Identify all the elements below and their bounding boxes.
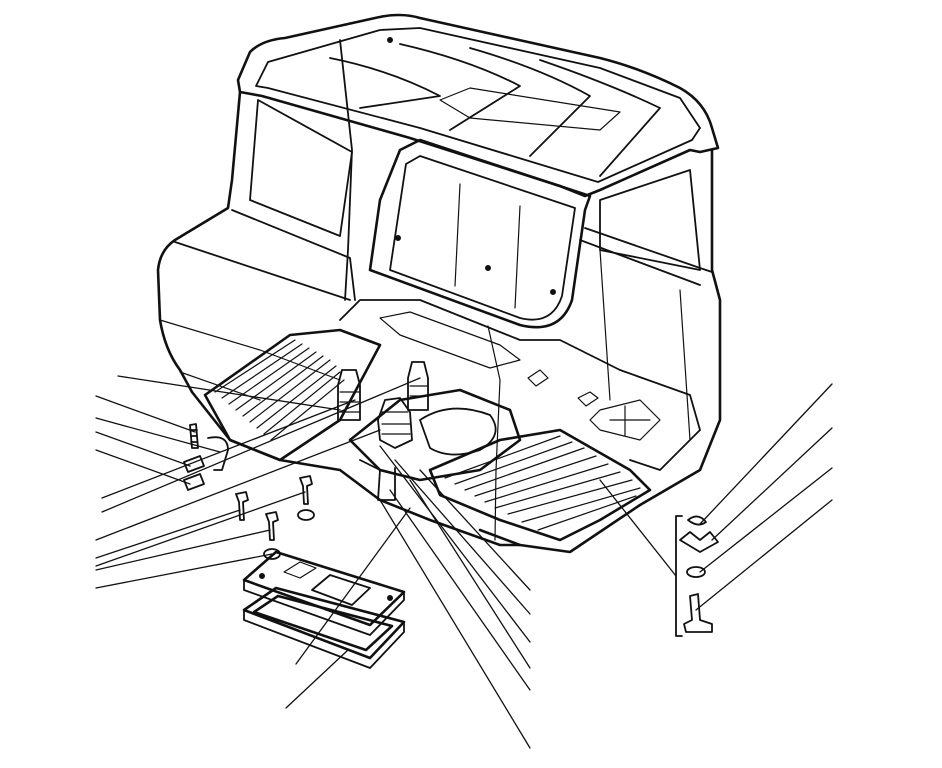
gear-boot-folds	[381, 411, 411, 435]
lever-rod	[487, 325, 501, 541]
bolt-dot-2	[485, 265, 491, 271]
pin-part	[189, 423, 199, 449]
leader-line-bottom-6	[409, 479, 531, 669]
left-pillar	[339, 39, 353, 301]
windshield-divider-2	[514, 205, 521, 309]
roof-outline	[236, 13, 720, 198]
gear-boot	[377, 397, 413, 449]
floor-right-mat	[428, 428, 652, 542]
pedal-boot-1	[337, 369, 361, 421]
windshield-frame	[368, 138, 592, 329]
floor-left-ribs	[214, 339, 345, 441]
lower-front-edge	[190, 390, 522, 547]
leader-lines-left	[95, 375, 421, 589]
leader-line-bottom-1	[295, 507, 411, 665]
leader-line-right-4	[695, 499, 833, 611]
leader-line-left-7	[101, 377, 421, 513]
pedal-boot-folds	[339, 385, 429, 413]
right-rear-pillar	[599, 249, 691, 441]
dash-slot-2	[577, 391, 599, 407]
leader-line-left-2	[95, 395, 196, 433]
bolt-dot-4	[387, 37, 393, 43]
roof-inner-edge	[255, 27, 701, 183]
clip-part	[207, 436, 229, 471]
gasket-rim	[243, 609, 405, 669]
leader-lines-bottom	[285, 445, 531, 749]
t-bolt-part	[683, 593, 713, 633]
windshield-inner	[389, 155, 576, 321]
leader-line-left-12	[95, 529, 271, 571]
leader-line-left-11	[95, 553, 273, 589]
left-panel-inner	[174, 209, 356, 301]
bolt-part-1	[235, 491, 249, 521]
leader-line-floor-to-bracket	[599, 479, 677, 577]
leader-lines-right	[599, 383, 833, 611]
leader-line-left-9	[95, 509, 241, 559]
cover-plate-rim	[243, 579, 405, 636]
pedal-boot-2	[407, 361, 429, 411]
right-window-frame	[599, 169, 701, 271]
exploded-parts	[183, 423, 719, 669]
cover-plate-slot	[283, 561, 317, 579]
leader-line-bottom-8	[379, 499, 531, 749]
transmission-tunnel	[348, 388, 522, 482]
flat-washer-part	[686, 566, 706, 578]
cab-body	[156, 13, 722, 554]
cover-hole-2	[387, 595, 393, 601]
leader-line-left-6	[101, 399, 356, 499]
roof-rib-1	[329, 57, 441, 109]
left-side-upper	[156, 90, 242, 394]
leader-line-right-3	[699, 467, 833, 573]
leader-line-bottom-2	[285, 649, 349, 709]
leader-line-right-1	[699, 383, 833, 525]
right-belt-line	[579, 227, 713, 286]
cover-plate-window	[311, 574, 371, 606]
roof-rib-2	[399, 43, 521, 131]
washer-part-1	[297, 509, 315, 521]
dashboard-recess	[379, 311, 521, 369]
leader-line-left-8	[95, 429, 381, 541]
cover-hole-1	[259, 573, 265, 579]
bolt-part-2	[299, 475, 313, 505]
dashboard-outline	[339, 299, 701, 471]
leader-line-left-10	[95, 491, 306, 567]
leader-line-right-2	[711, 427, 833, 541]
dash-slot-1	[527, 369, 549, 387]
leader-line-left-3	[95, 417, 221, 453]
bolt-part-3	[265, 511, 279, 541]
bolt-dot-1	[395, 235, 401, 241]
leader-line-bottom-3	[419, 469, 531, 591]
bolt-dot-3	[550, 289, 556, 295]
tunnel-cover	[419, 407, 497, 456]
roof-rib-4	[539, 59, 661, 177]
left-window-frame	[249, 99, 353, 237]
leader-line-bottom-4	[394, 459, 531, 615]
bracket-frame-right	[675, 515, 683, 637]
bushing-part-2	[183, 473, 205, 491]
floor-cross-plate	[589, 399, 661, 441]
cover-plate	[242, 550, 406, 627]
leader-line-bottom-7	[389, 489, 531, 691]
leader-line-left-5	[95, 449, 191, 485]
wing-nut-part	[679, 531, 719, 553]
windshield-divider-1	[454, 183, 461, 287]
leader-line-left-4	[95, 431, 191, 467]
leader-line-left-1	[117, 375, 341, 411]
leader-line-bottom-5	[379, 445, 531, 643]
roof-rib-3	[469, 47, 591, 157]
roof-skylight	[439, 87, 621, 131]
right-side-outline	[478, 148, 722, 554]
